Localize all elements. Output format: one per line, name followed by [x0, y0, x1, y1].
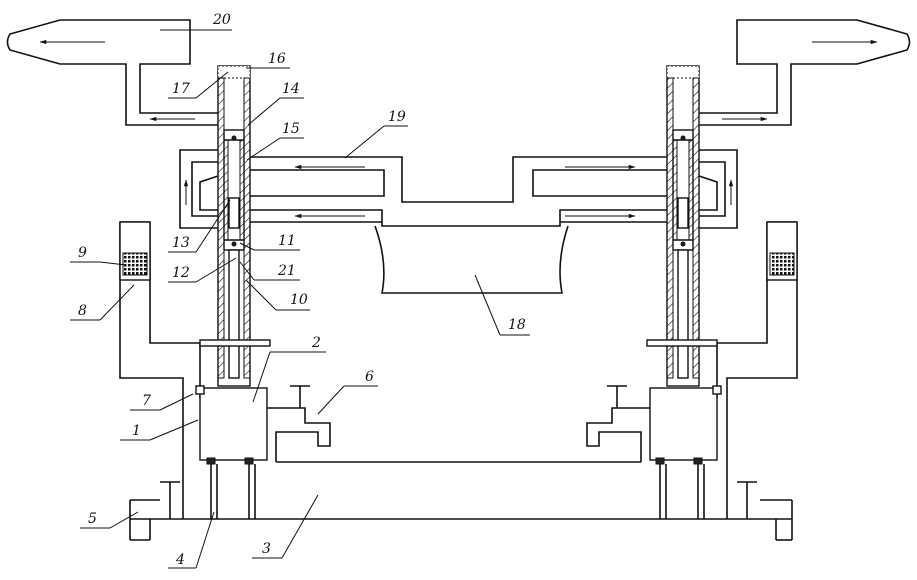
- label-1: 1: [132, 423, 141, 439]
- left-base-valve: [160, 482, 180, 519]
- right-base-valve: [737, 482, 757, 519]
- label-21: 21: [277, 263, 296, 279]
- label-12: 12: [172, 265, 190, 281]
- right-vent-grille: [767, 222, 797, 280]
- right-valve: [587, 386, 650, 446]
- right-blower-nozzle: [699, 20, 910, 125]
- label-19: 19: [388, 109, 406, 125]
- label-14: 14: [282, 81, 300, 97]
- label-20: 20: [212, 12, 231, 28]
- central-duct: [250, 157, 667, 226]
- base-plate: [130, 500, 792, 540]
- left-vent-grille: [120, 222, 150, 280]
- collection-tank: [375, 226, 568, 293]
- label-13: 13: [172, 235, 190, 251]
- left-side-loop: [180, 150, 218, 228]
- label-18: 18: [508, 317, 526, 333]
- left-blower-nozzle: [8, 20, 219, 125]
- label-3: 3: [262, 541, 271, 557]
- label-5: 5: [88, 511, 97, 527]
- right-column-assembly: [647, 66, 717, 386]
- right-motor-box: [650, 386, 721, 519]
- label-10: 10: [290, 292, 308, 308]
- label-16: 16: [268, 51, 286, 67]
- label-6: 6: [365, 369, 374, 385]
- label-2: 2: [311, 335, 321, 351]
- label-4: 4: [175, 552, 185, 568]
- label-17: 17: [172, 81, 190, 97]
- part-labels: 20 16 17 14 15 19 13 11 12 21 10 18 9 8 …: [78, 12, 526, 568]
- right-side-loop: [699, 150, 737, 228]
- left-valve: [267, 386, 330, 446]
- label-7: 7: [142, 393, 151, 409]
- connecting-beam: [276, 446, 641, 462]
- label-11: 11: [278, 233, 296, 249]
- left-motor-box: [196, 386, 267, 519]
- left-column-assembly: [200, 66, 270, 386]
- label-9: 9: [78, 245, 87, 261]
- label-15: 15: [282, 121, 300, 137]
- label-8: 8: [78, 303, 87, 319]
